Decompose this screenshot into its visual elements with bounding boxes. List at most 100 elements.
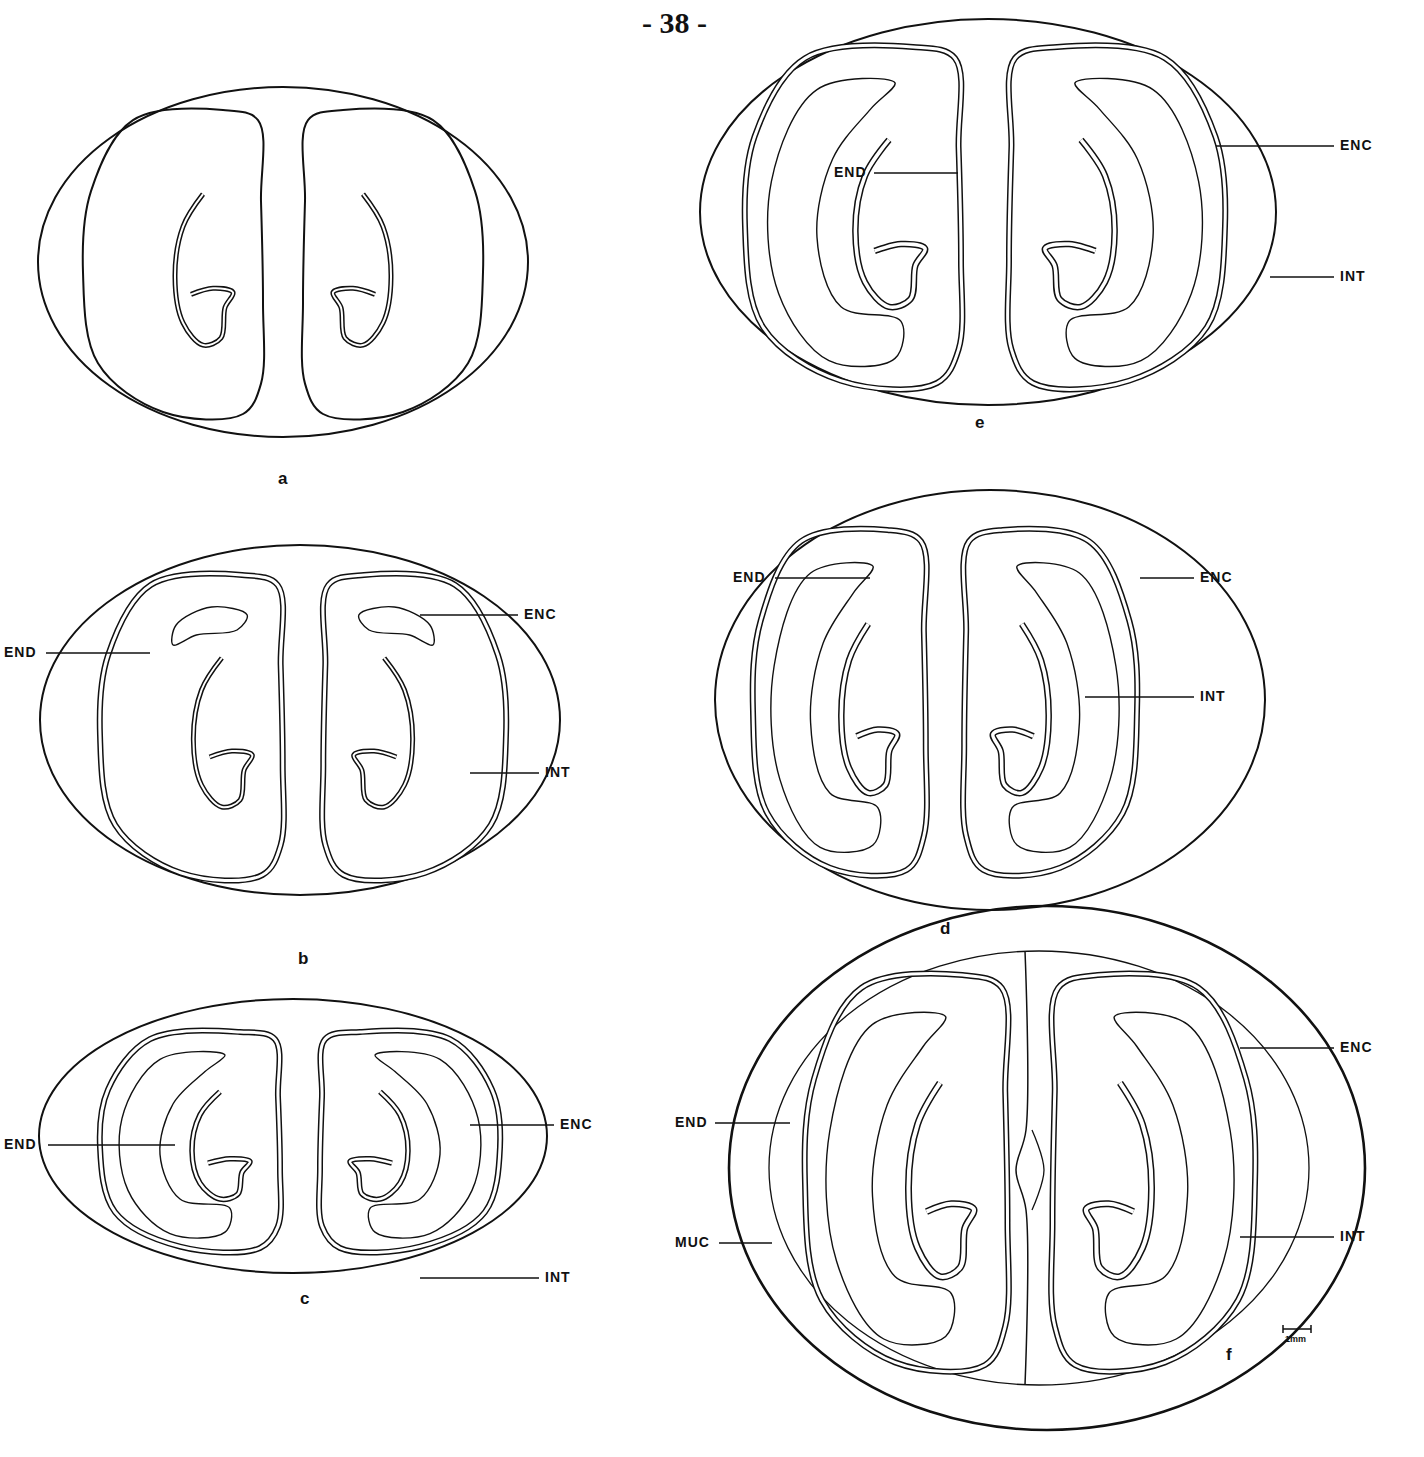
part-label: ENC	[560, 1117, 593, 1131]
seed-coat	[805, 973, 1009, 1371]
leader-line	[719, 1242, 772, 1243]
seed-coat-core	[1008, 45, 1226, 389]
panel-letter: a	[278, 470, 287, 487]
part-label: END	[834, 165, 867, 179]
seed-coat-core	[100, 574, 284, 881]
leader-line	[1240, 1047, 1334, 1048]
embryo-core	[908, 1083, 974, 1277]
part-label: INT	[1200, 689, 1226, 703]
embryo	[350, 1092, 408, 1200]
endosperm	[771, 563, 881, 853]
embryo	[354, 658, 413, 807]
seed-coat	[745, 45, 963, 389]
embryo	[192, 1092, 250, 1200]
endosperm	[359, 607, 435, 646]
part-label: MUC	[675, 1235, 710, 1249]
embryo-core	[350, 1092, 408, 1200]
panel-letter: d	[940, 920, 950, 937]
leader-lines	[46, 146, 1334, 1278]
part-label: INT	[1340, 269, 1366, 283]
leader-line	[470, 1124, 554, 1125]
fruit-wall	[38, 87, 528, 437]
endosperm	[1009, 563, 1119, 853]
leader-line	[874, 172, 958, 173]
seed-coat	[319, 1031, 500, 1253]
endosperm	[826, 1012, 955, 1345]
embryo	[841, 624, 897, 793]
embryo-core	[1086, 1083, 1152, 1277]
fruit-wall	[715, 490, 1265, 910]
page-number: - 38 -	[642, 8, 707, 38]
fruit-wall	[40, 545, 560, 895]
section	[39, 999, 547, 1273]
leader-line	[420, 614, 518, 615]
embryo	[193, 658, 252, 807]
section	[729, 906, 1365, 1430]
seed-coat	[1051, 973, 1255, 1371]
part-label: INT	[1340, 1229, 1366, 1243]
leader-line	[1216, 145, 1334, 146]
part-label: END	[4, 1137, 37, 1151]
panel-letter: b	[298, 950, 308, 967]
leader-line	[470, 772, 539, 773]
panel-letter: f	[1226, 1346, 1232, 1363]
leader-line	[48, 1144, 175, 1145]
embryo-core	[192, 1092, 250, 1200]
seed-coat-core	[745, 45, 963, 389]
part-label: ENC	[1200, 570, 1233, 584]
seed-coat	[322, 574, 506, 881]
embryo	[175, 194, 233, 345]
embryo	[993, 624, 1049, 793]
endosperm	[768, 78, 904, 366]
leader-line	[1140, 577, 1194, 578]
leader-line	[1085, 696, 1194, 697]
locule	[302, 109, 483, 420]
panel-letter: c	[300, 1290, 309, 1307]
fruit-wall	[700, 19, 1276, 405]
embryo-core	[993, 624, 1049, 793]
seed-coat-core	[319, 1031, 500, 1253]
leader-line	[715, 1122, 790, 1123]
endosperm	[1066, 78, 1202, 366]
seed-coat-core	[805, 973, 1009, 1371]
embryo-core	[333, 194, 391, 345]
seed-coat	[100, 1031, 281, 1253]
part-label: INT	[545, 765, 571, 779]
embryo-core	[354, 658, 413, 807]
leader-line	[1240, 1236, 1334, 1237]
part-label: ENC	[524, 607, 557, 621]
leader-line	[46, 652, 150, 653]
locule	[83, 109, 264, 420]
embryo-core	[841, 624, 897, 793]
seed-coat-core	[100, 1031, 281, 1253]
part-label: END	[4, 645, 37, 659]
leader-line	[775, 577, 870, 578]
seed-coat	[963, 529, 1137, 876]
part-label: ENC	[1340, 1040, 1373, 1054]
embryo	[333, 194, 391, 345]
seed-coat	[1008, 45, 1226, 389]
leader-line	[1270, 276, 1334, 277]
section	[715, 490, 1265, 910]
part-label: END	[675, 1115, 708, 1129]
embryo	[1086, 1083, 1152, 1277]
leader-line	[420, 1277, 539, 1278]
part-label: ENC	[1340, 138, 1373, 152]
section	[38, 87, 528, 437]
part-label: END	[733, 570, 766, 584]
scale-bar	[1283, 1325, 1311, 1333]
panel-letter: e	[975, 414, 984, 431]
endosperm	[172, 607, 248, 646]
embryo	[908, 1083, 974, 1277]
section	[40, 545, 560, 895]
embryo-core	[193, 658, 252, 807]
seed-coat	[753, 529, 927, 876]
seed-coat-core	[322, 574, 506, 881]
section	[700, 19, 1276, 405]
seed-coat-core	[963, 529, 1137, 876]
endosperm	[1105, 1012, 1234, 1345]
embryo-core	[1045, 140, 1115, 307]
endosperm	[368, 1052, 481, 1239]
